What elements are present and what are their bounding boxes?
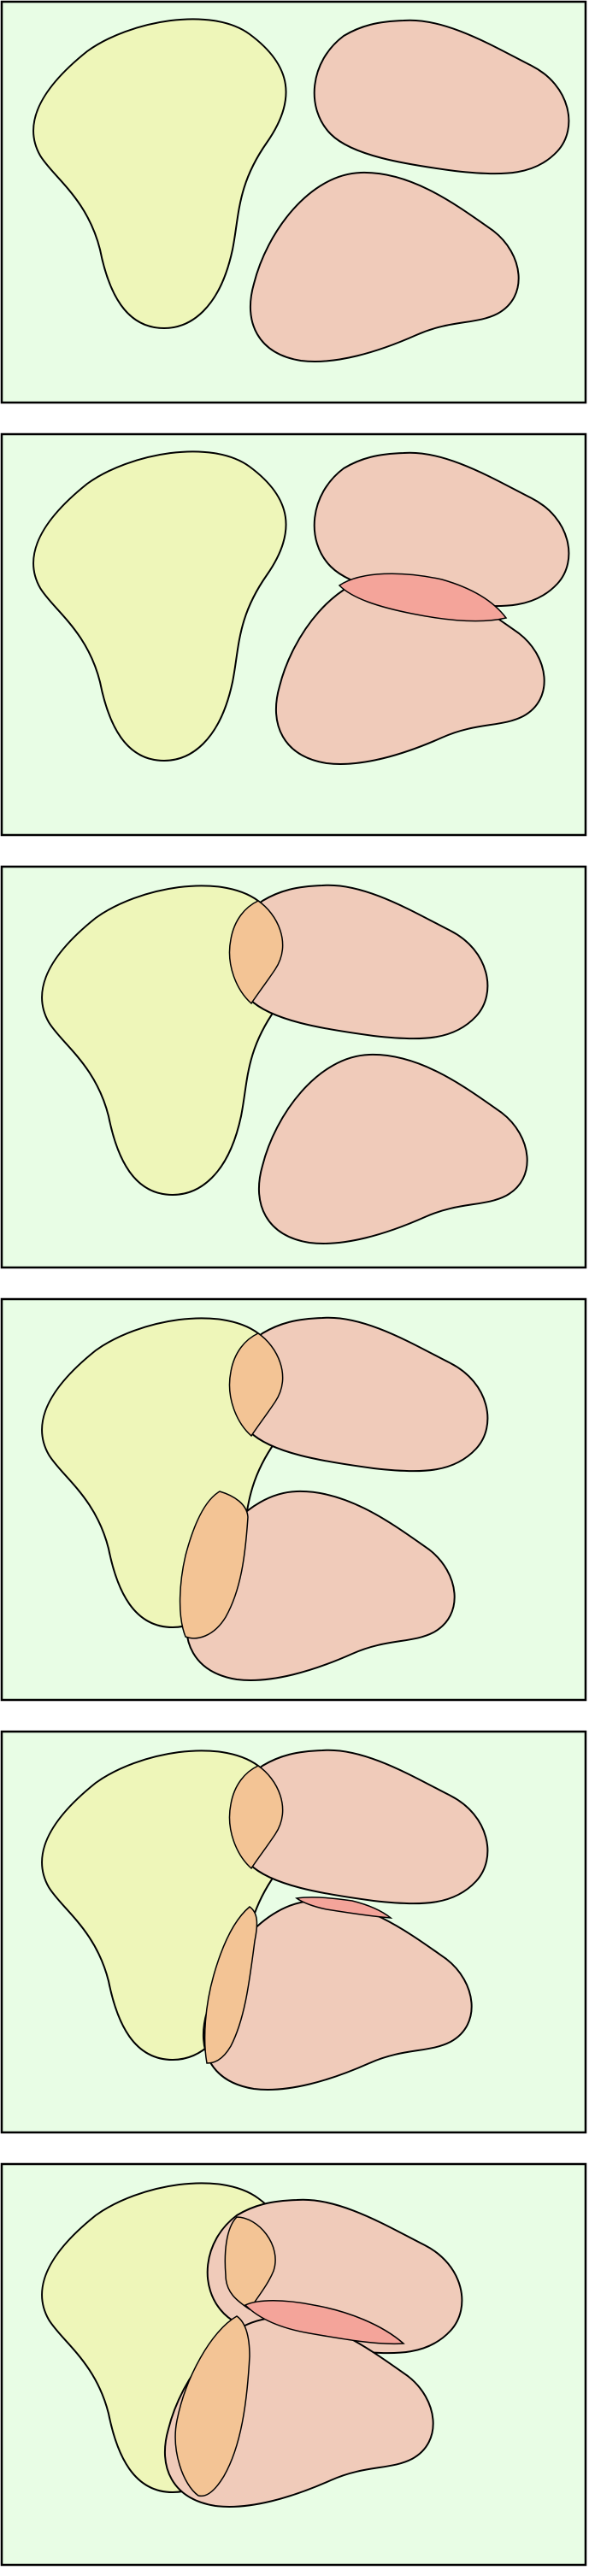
panel-6: [0, 2162, 587, 2567]
panel-2-pink-overlap: [338, 573, 508, 622]
panel-4: [0, 1297, 587, 1702]
panel-6-yellow-lower-pink-overlap: [174, 2315, 250, 2497]
panel-5-yellow-upper-pink-overlap: [228, 1765, 284, 1870]
panel-2: [0, 432, 587, 837]
panel-5-pink-overlap: [295, 1897, 393, 1919]
panel-5-yellow-lower-pink-overlap: [203, 1906, 258, 2064]
panel-3: [0, 865, 587, 1269]
panel-1: [0, 0, 587, 404]
panel-4-yellow-lower-pink-overlap: [179, 1491, 249, 1639]
panel-5: [0, 1730, 587, 2134]
panel-6-pink-overlap: [244, 2300, 405, 2345]
panel-4-yellow-upper-pink-overlap: [228, 1332, 284, 1438]
panel-3-yellow-pink-overlap: [228, 900, 284, 1005]
